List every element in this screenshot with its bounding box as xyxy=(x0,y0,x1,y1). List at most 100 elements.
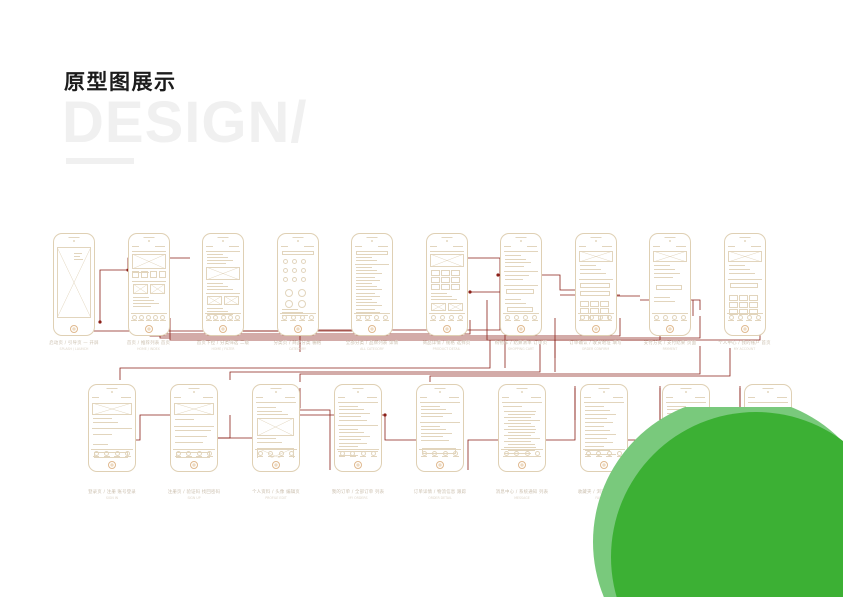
phone-speaker-icon xyxy=(441,237,452,238)
phone-frame xyxy=(252,384,300,472)
phone-screen-wireframe xyxy=(428,245,465,322)
home-button-icon[interactable] xyxy=(108,461,116,469)
phone-screen-wireframe xyxy=(652,245,688,322)
caption-subtitle: CATEGORY xyxy=(288,346,307,351)
phone-speaker-icon xyxy=(762,388,774,389)
phone-speaker-icon xyxy=(188,388,200,389)
phone-camera-icon xyxy=(296,240,299,242)
page-title: 原型图展示 xyxy=(64,70,177,94)
caption-subtitle: SIGN IN xyxy=(105,495,119,500)
phone-camera-icon xyxy=(520,240,522,242)
phone-mockup[interactable] xyxy=(723,233,766,336)
phone-speaker-icon xyxy=(680,388,692,389)
caption-title: 全部分类 / 品牌列表 详情 xyxy=(345,341,399,346)
phone-mockup[interactable] xyxy=(416,384,464,472)
phone-mockup[interactable] xyxy=(498,384,546,472)
phone-caption: 首页 / 推荐列表 首页 HOME / INDEX xyxy=(111,341,186,351)
caption-subtitle: ORDER CONFIRM xyxy=(581,346,610,351)
home-button-icon[interactable] xyxy=(354,461,362,469)
phone-mockup[interactable] xyxy=(202,233,244,336)
phone-mockup[interactable] xyxy=(574,233,617,336)
phone-speaker-icon xyxy=(292,237,303,238)
caption-title: 登录页 / 注册 账号登录 xyxy=(88,490,136,495)
phone-frame xyxy=(53,233,95,336)
home-button-icon[interactable] xyxy=(70,325,78,333)
phone-speaker-icon xyxy=(68,237,80,238)
caption-subtitle: SIGN UP xyxy=(187,495,201,500)
home-button-icon[interactable] xyxy=(740,325,749,333)
phone-caption: 个人中心 / 我的账户 首页 MY ACCOUNT xyxy=(707,341,782,351)
phone-screen-wireframe xyxy=(726,245,763,322)
home-button-icon[interactable] xyxy=(219,325,227,333)
phone-caption: 分类页 / 商品分类 栅格 CATEGORY xyxy=(260,341,335,351)
home-button-icon[interactable] xyxy=(368,325,376,333)
phone-speaker-icon xyxy=(106,388,118,389)
phone-mockup[interactable] xyxy=(351,233,393,336)
home-button-icon[interactable] xyxy=(436,461,444,469)
caption-title: 购物车 / 结算清单 订单页 xyxy=(494,341,548,346)
phone-screen-wireframe xyxy=(503,245,539,322)
home-button-icon[interactable] xyxy=(600,461,608,469)
home-button-icon[interactable] xyxy=(666,325,674,333)
caption-title: 商品详情 / 规格 选择页 xyxy=(422,341,471,346)
phone-screen-wireframe xyxy=(419,396,461,458)
phone-speaker-icon xyxy=(590,237,601,238)
phone-mockup[interactable] xyxy=(500,233,542,336)
phone-caption: 支付方式 / 支付结果 页面 PAYMENT xyxy=(633,341,708,351)
phone-mockup[interactable] xyxy=(649,233,691,336)
phone-mockup[interactable] xyxy=(88,384,136,472)
phone-speaker-icon xyxy=(434,388,446,389)
phone-screen-wireframe xyxy=(337,396,379,458)
phone-speaker-icon xyxy=(217,237,229,238)
phone-screen-wireframe xyxy=(577,245,614,322)
phone-camera-icon xyxy=(147,240,150,242)
phone-camera-icon xyxy=(111,391,113,393)
phone-caption: 个人资料 / 头像 编辑页 PROFILE EDIT xyxy=(234,490,318,500)
title-underline-rule xyxy=(66,158,134,164)
phone-camera-icon xyxy=(669,240,671,242)
phone-mockup[interactable] xyxy=(334,384,382,472)
phone-caption: 登录页 / 注册 账号登录 SIGN IN xyxy=(70,490,154,500)
caption-title: 支付方式 / 支付结果 页面 xyxy=(643,341,697,346)
slide-header: DESIGN/ 原型图展示 xyxy=(62,66,482,176)
home-button-icon[interactable] xyxy=(272,461,280,469)
phone-speaker-icon xyxy=(516,388,528,389)
phone-caption: 注册页 / 验证码 找回密码 SIGN UP xyxy=(152,490,236,500)
home-button-icon[interactable] xyxy=(518,461,526,469)
caption-title: 个人资料 / 头像 编辑页 xyxy=(252,490,300,495)
phone-camera-icon xyxy=(275,391,277,393)
phone-screen-wireframe xyxy=(501,396,543,458)
caption-subtitle: ALL CATEGORY xyxy=(360,346,384,351)
phone-camera-icon xyxy=(594,240,597,242)
phone-screen-wireframe xyxy=(255,396,297,458)
phone-mockup[interactable] xyxy=(170,384,218,472)
caption-subtitle: HOME / FILTER xyxy=(211,346,235,351)
phone-camera-icon xyxy=(193,391,195,393)
phone-mockup[interactable] xyxy=(127,233,170,336)
phone-mockup[interactable] xyxy=(53,233,95,336)
phone-camera-icon xyxy=(521,391,523,393)
caption-subtitle: HOME / INDEX xyxy=(137,346,160,351)
home-button-icon[interactable] xyxy=(293,325,302,333)
home-button-icon[interactable] xyxy=(190,461,198,469)
home-button-icon[interactable] xyxy=(442,325,451,333)
home-button-icon[interactable] xyxy=(517,325,525,333)
phone-mockup[interactable] xyxy=(425,233,468,336)
home-button-icon[interactable] xyxy=(144,325,153,333)
phone-caption: 消息中心 / 系统通知 列表 MESSAGE xyxy=(480,490,564,500)
phone-mockup[interactable] xyxy=(252,384,300,472)
phone-mockup[interactable] xyxy=(580,384,628,472)
phone-frame xyxy=(416,384,464,472)
phone-frame xyxy=(498,384,546,472)
caption-title: 我的订单 / 全部订单 列表 xyxy=(331,490,385,495)
caption-subtitle: PRODUCT DETAIL xyxy=(432,346,461,351)
caption-subtitle: MESSAGE xyxy=(514,495,530,500)
caption-title: 首页下拉 / 分类筛选 二级 xyxy=(196,341,250,346)
caption-subtitle: ORDER DETAIL xyxy=(428,495,452,500)
phone-caption: 购物车 / 结算清单 订单页 SHOPPING CART xyxy=(484,341,559,351)
phone-caption: 我的订单 / 全部订单 列表 MY ORDERS xyxy=(316,490,400,500)
phone-speaker-icon xyxy=(352,388,364,389)
phone-camera-icon xyxy=(73,240,75,242)
phone-mockup[interactable] xyxy=(276,233,319,336)
home-button-icon[interactable] xyxy=(591,325,600,333)
